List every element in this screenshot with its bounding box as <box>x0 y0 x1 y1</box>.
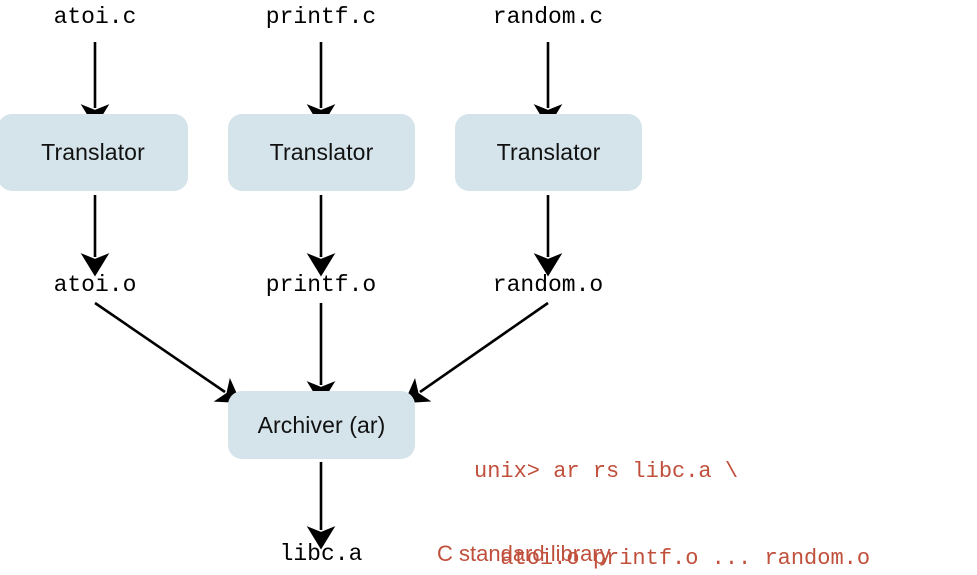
object-printf-o: printf.o <box>265 272 377 298</box>
output-libc-a: libc.a <box>279 541 363 567</box>
archiver-box[interactable]: Archiver (ar) <box>228 391 415 459</box>
output-note: C standard library <box>437 541 611 566</box>
translator-random[interactable]: Translator <box>455 114 642 191</box>
archiver-command-line-1: unix> ar rs libc.a \ <box>474 458 739 484</box>
source-printf-c: printf.c <box>265 4 377 30</box>
arrow-atoi-o-to-archiver <box>94 301 242 404</box>
object-atoi-o: atoi.o <box>53 272 137 298</box>
object-random-o: random.o <box>492 272 604 298</box>
source-atoi-c: atoi.c <box>53 4 137 30</box>
source-random-c: random.c <box>492 4 604 30</box>
translator-atoi-label: Translator <box>41 139 145 165</box>
translator-random-label: Translator <box>496 139 601 165</box>
archiver-label: Archiver (ar) <box>257 411 386 438</box>
translator-atoi[interactable]: Translator <box>0 114 188 191</box>
archiver-command: unix> ar rs libc.a \ atoi.o printf.o ...… <box>474 398 870 575</box>
arrow-random-o-to-archiver <box>403 301 549 404</box>
translator-printf-label: Translator <box>269 139 374 165</box>
archiver-command-line-2: atoi.o printf.o ... random.o <box>474 546 871 572</box>
translator-printf[interactable]: Translator <box>228 114 415 191</box>
